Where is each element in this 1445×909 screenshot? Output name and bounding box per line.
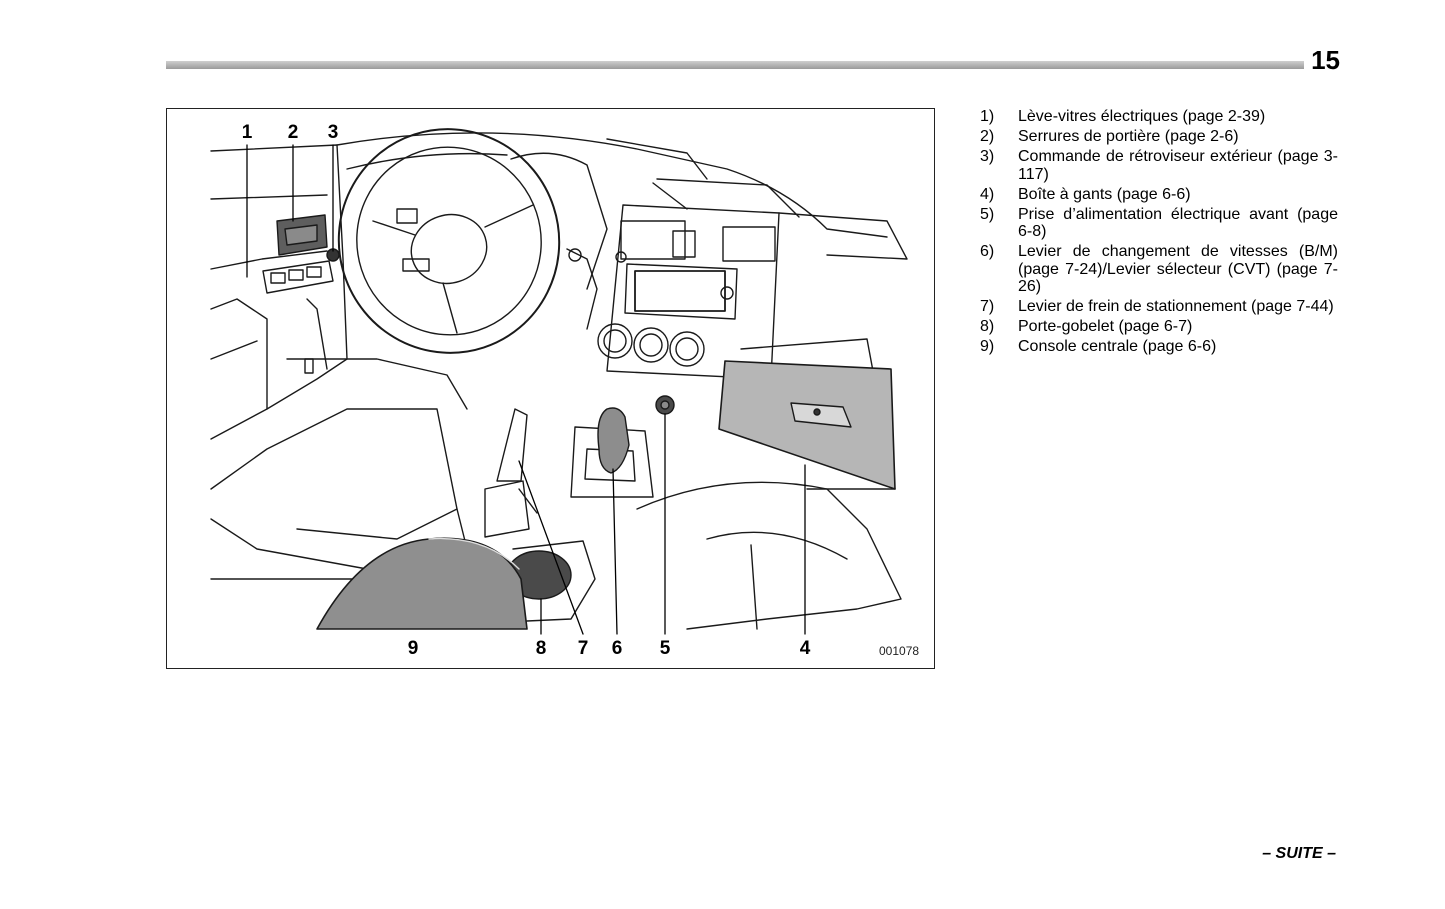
door-panel (210, 144, 348, 440)
legend-item-number: 4) (980, 185, 995, 203)
climate-knob-left (597, 323, 633, 359)
figure-code: 001078 (879, 644, 920, 658)
legend-item-text: Boîte à gants (page 6-6) (1018, 185, 1191, 203)
legend-item-number: 9) (980, 338, 995, 355)
legend-item-number: 5) (980, 205, 995, 223)
legend-item: 2) Serrures de portière (page 2-6) (980, 128, 1338, 146)
legend-item: 6) Levier de changement de vitesses (B/M… (980, 243, 1338, 296)
shift-lever (597, 407, 630, 474)
legend-item-text: Levier de frein de stationnement (page 7… (1018, 298, 1334, 315)
legend-item-text: Lève-vitres électriques (page 2-39) (1018, 108, 1266, 125)
callout-5: 5 (659, 638, 671, 659)
page-number: 15 (1311, 45, 1340, 75)
legend-item-number: 1) (980, 108, 995, 125)
infotainment-screen (634, 270, 726, 312)
passenger-seat (636, 481, 902, 630)
legend-item: 8) Porte-gobelet (page 6-7) (980, 318, 1338, 336)
leader-line-7 (518, 460, 584, 635)
header-rule (166, 61, 1304, 69)
steering-wheel (337, 128, 561, 354)
continue-label: – SUITE – (1262, 845, 1336, 862)
legend-item: 9) Console centrale (page 6-6) (980, 338, 1338, 356)
legend-item-text: Console centrale (page 6-6) (1018, 338, 1217, 355)
car-interior-drawing (210, 128, 908, 635)
component-legend: 1) Lève-vitres électriques (page 2-39) 2… (980, 108, 1338, 358)
legend-item-number: 3) (980, 148, 995, 165)
callout-1: 1 (241, 122, 253, 143)
climate-knob-right (669, 331, 705, 367)
callout-9: 9 (407, 638, 419, 659)
legend-item-number: 6) (980, 243, 995, 260)
leader-line-6 (612, 468, 618, 635)
legend-item: 1) Lève-vitres électriques (page 2-39) (980, 108, 1338, 126)
legend-item: 5) Prise d’alimentation électrique avant… (980, 206, 1338, 241)
legend-item-text: Commande de rétroviseur extérieur (page … (1018, 148, 1338, 183)
legend-item: 4) Boîte à gants (page 6-6) (980, 186, 1338, 204)
callout-8: 8 (535, 638, 547, 659)
legend-item-number: 2) (980, 128, 995, 145)
callout-7: 7 (577, 638, 589, 659)
callout-4: 4 (799, 638, 811, 659)
legend-item-text: Serrures de portière (page 2-6) (1018, 128, 1239, 145)
legend-item: 7) Levier de frein de stationnement (pag… (980, 298, 1338, 316)
callout-3: 3 (327, 122, 339, 143)
legend-item: 3) Commande de rétroviseur extérieur (pa… (980, 148, 1338, 183)
legend-item-text: Prise d’alimentation électrique avant (p… (1018, 205, 1338, 241)
legend-item-text: Levier de changement de vitesses (B/M) (… (1018, 243, 1338, 295)
window-switch-panel (262, 260, 334, 294)
legend-item-text: Porte-gobelet (page 6-7) (1018, 318, 1193, 335)
callout-2: 2 (287, 122, 299, 143)
glove-box (718, 360, 896, 490)
interior-illustration: 1 2 3 4 5 6 7 8 9 001078 (166, 108, 935, 669)
callout-6: 6 (611, 638, 623, 659)
climate-knob-middle (633, 327, 669, 363)
legend-item-number: 8) (980, 318, 995, 335)
legend-item-number: 7) (980, 298, 995, 315)
